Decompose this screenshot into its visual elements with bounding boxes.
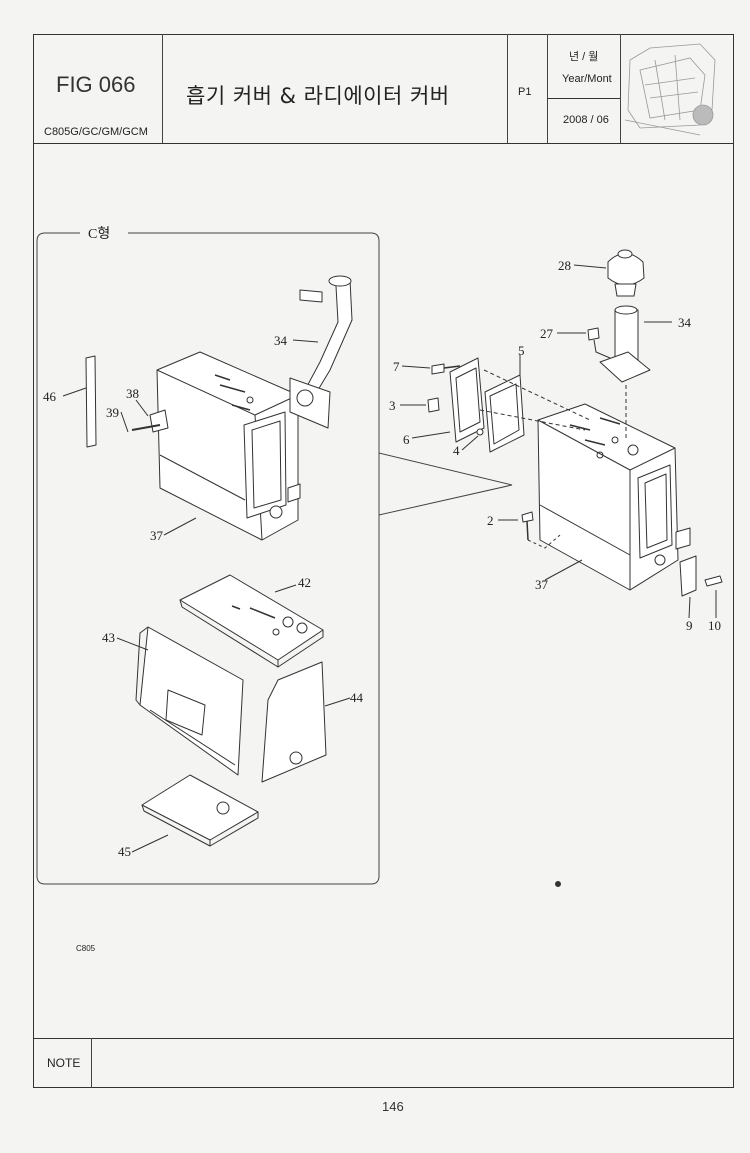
header-divider-1 [162, 34, 163, 143]
note-divider [91, 1038, 92, 1088]
callout-4: 4 [453, 443, 460, 458]
header-date-rule [547, 98, 620, 99]
inset-label: C형 [88, 227, 111, 242]
callout-28: 28 [558, 258, 571, 273]
callout-34-inset: 34 [274, 333, 287, 348]
date-label-english: Year/Mont [562, 73, 612, 85]
header-divider-2 [507, 34, 508, 143]
callout-5: 5 [518, 343, 525, 358]
callout-46: 46 [43, 389, 56, 404]
callout-37-inset: 37 [150, 528, 163, 543]
callout-7: 7 [393, 359, 400, 374]
part-46-rod [85, 355, 97, 448]
callout-2: 2 [487, 513, 494, 528]
note-label: NOTE [47, 1056, 81, 1070]
page-code: P1 [518, 86, 532, 98]
callout-37: 37 [535, 577, 548, 592]
callout-39: 39 [106, 405, 119, 420]
part-6-frame [449, 357, 485, 443]
page-number: 146 [382, 1099, 404, 1114]
part-43-front-panel [139, 626, 244, 776]
date-value: 2008 / 06 [563, 114, 609, 126]
note-top-rule [33, 1038, 734, 1039]
date-label-korean: 년 / 월 [569, 51, 599, 63]
model-note: C805 [76, 944, 96, 953]
header-bottom-rule [33, 143, 734, 144]
header-divider-3 [547, 34, 548, 143]
callout-38: 38 [126, 386, 139, 401]
page-frame [33, 34, 734, 1088]
header-divider-4 [620, 34, 621, 143]
callout-10: 10 [708, 618, 721, 633]
part-45-bottom-plate [141, 774, 259, 841]
fig-number: FIG 066 [56, 72, 136, 97]
part-44-side-panel [261, 661, 327, 783]
callout-27: 27 [540, 326, 553, 341]
page-title: 흡기 커버 & 라디에이터 커버 [186, 84, 450, 108]
callout-9: 9 [686, 618, 693, 633]
callout-43: 43 [102, 630, 115, 645]
callout-44: 44 [350, 690, 363, 705]
callout-42: 42 [298, 575, 311, 590]
callout-6: 6 [403, 432, 410, 447]
callout-34: 34 [678, 315, 691, 330]
callout-3: 3 [389, 398, 396, 413]
model-list: C805G/GC/GM/GCM [44, 126, 148, 138]
callout-45: 45 [118, 844, 131, 859]
